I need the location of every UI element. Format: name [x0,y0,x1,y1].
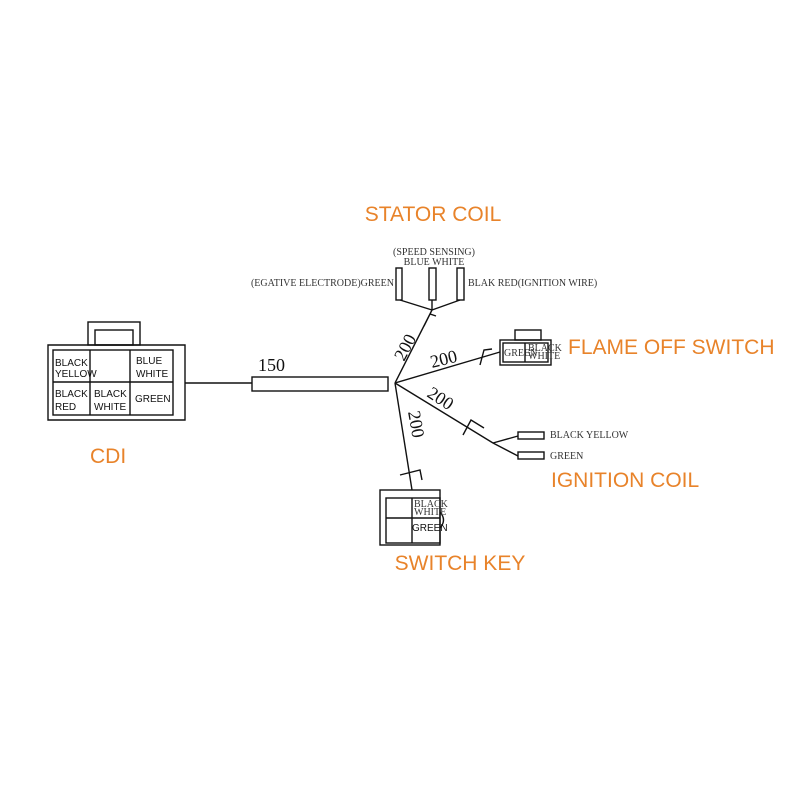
svg-text:GREEN: GREEN [550,451,583,462]
svg-text:GREEN: GREEN [504,348,537,359]
svg-text:BLACK: BLACK [94,389,127,400]
switch-key-label: SWITCH KEY [395,552,526,575]
length-main: 150 [258,355,285,375]
ignition-coil-label: IGNITION COIL [551,469,699,492]
svg-text:GREEN: GREEN [412,523,448,534]
svg-text:WHITE: WHITE [136,369,169,380]
svg-text:BLUE: BLUE [136,356,162,367]
stator-connectors [395,267,465,301]
length-ignition: 200 [424,383,458,414]
length-switch: 200 [404,409,428,439]
svg-text:BLACK: BLACK [414,499,449,510]
svg-text:BLACK YELLOW: BLACK YELLOW [550,430,629,441]
svg-text:BLACK: BLACK [528,343,563,354]
length-stator: 200 [390,331,420,364]
svg-text:BLUE WHITE: BLUE WHITE [404,257,465,268]
svg-text:BLACK: BLACK [55,358,88,369]
svg-text:BLAK RED(IGNITION WIRE): BLAK RED(IGNITION WIRE) [468,278,597,289]
svg-text:(EGATIVE ELECTRODE)GREEN: (EGATIVE ELECTRODE)GREEN [251,278,394,289]
flame-off-switch-label: FLAME OFF SWITCH [568,336,775,359]
ignition-connector-1 [517,431,545,440]
svg-text:WHITE: WHITE [414,507,446,518]
ignition-connector-2 [517,451,545,460]
svg-text:WHITE: WHITE [94,402,127,413]
svg-text:WHITE: WHITE [528,351,560,362]
svg-text:RED: RED [55,402,76,413]
svg-text:GREEN: GREEN [135,394,171,405]
svg-text:(SPEED SENSING): (SPEED SENSING) [393,247,475,258]
harness-sleeve [251,376,389,392]
switch-key-connector: BLACK WHITE GREEN [379,489,449,546]
flame-off-switch-connector: GREEN BLACK WHITE [499,329,563,366]
stator-coil-label: STATOR COIL [365,203,502,226]
svg-text:YELLOW: YELLOW [55,369,97,380]
length-flame: 200 [428,346,459,372]
cdi-label: CDI [90,445,126,468]
svg-text:BLACK: BLACK [55,389,88,400]
